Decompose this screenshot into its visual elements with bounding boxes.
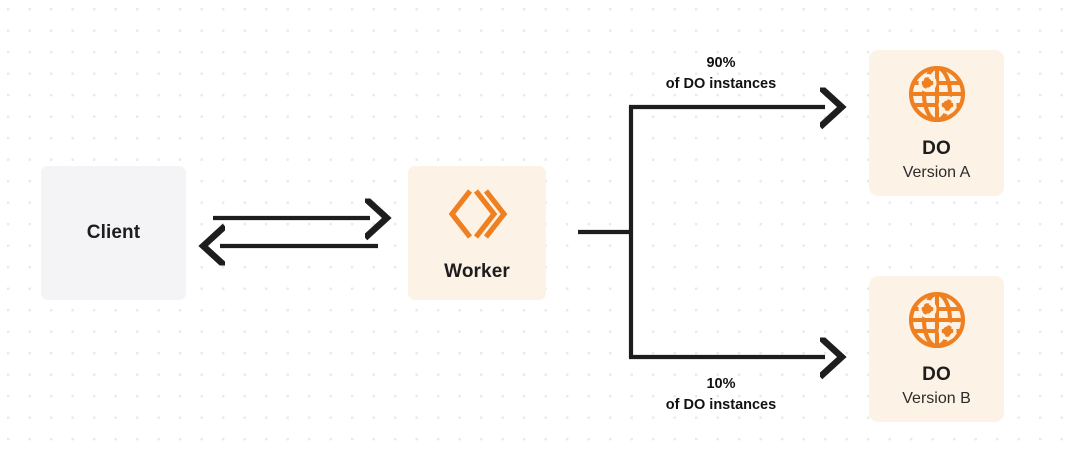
globe-icon xyxy=(906,63,968,125)
edge-label-do-b-percent: 10% xyxy=(706,376,736,392)
edge-label-do-a: 90% of DO instances xyxy=(628,53,814,94)
node-do-a-subtitle: Version A xyxy=(902,163,971,181)
worker-chevron-icon xyxy=(446,183,508,245)
node-client-label: Client xyxy=(86,222,141,244)
edge-label-do-a-percent: 90% xyxy=(706,55,736,71)
edge-label-do-b-text: of DO instances xyxy=(665,396,777,413)
node-worker-label: Worker xyxy=(444,261,510,283)
node-do-version-a[interactable]: DO Version A xyxy=(869,50,1004,196)
edge-label-do-a-text: of DO instances xyxy=(665,75,777,92)
edge-label-do-b: 10% of DO instances xyxy=(628,374,814,415)
node-do-b-title: DO xyxy=(922,363,951,385)
node-do-version-b[interactable]: DO Version B xyxy=(869,276,1004,422)
node-client[interactable]: Client xyxy=(41,166,186,300)
node-do-a-title: DO xyxy=(922,137,951,159)
globe-icon xyxy=(906,289,968,351)
node-worker[interactable]: Worker xyxy=(408,166,546,300)
node-do-b-subtitle: Version B xyxy=(902,389,971,407)
